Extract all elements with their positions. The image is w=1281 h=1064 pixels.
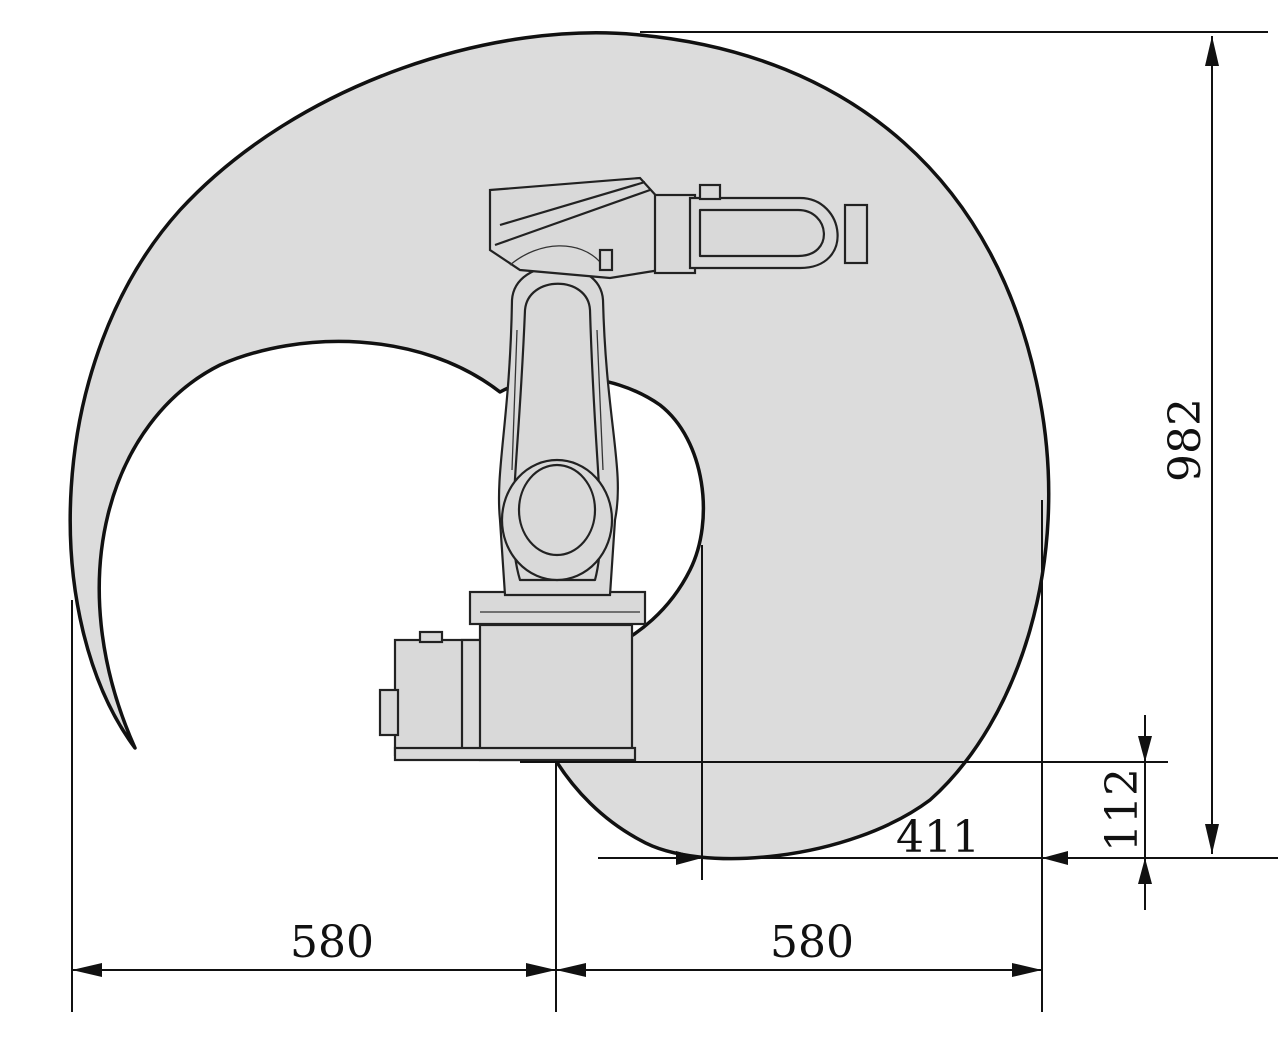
extension-lines <box>71 31 1278 1012</box>
dim-label-580-right: 580 <box>770 917 854 968</box>
dim-label-580-left: 580 <box>290 917 374 968</box>
dimension-580-left: 580 <box>72 917 556 977</box>
dim-label-411: 411 <box>896 812 980 863</box>
robot-lower-arm <box>497 265 619 597</box>
dimension-112: 112 <box>1097 715 1152 910</box>
robot-base <box>378 590 647 762</box>
dim-label-112: 112 <box>1097 768 1148 852</box>
robot-upper-arm <box>488 176 869 280</box>
dimension-580-right: 580 <box>556 917 1042 977</box>
dimension-982: 982 <box>1160 36 1219 854</box>
dimension-411: 411 <box>676 812 1068 865</box>
dim-label-982: 982 <box>1160 398 1211 482</box>
